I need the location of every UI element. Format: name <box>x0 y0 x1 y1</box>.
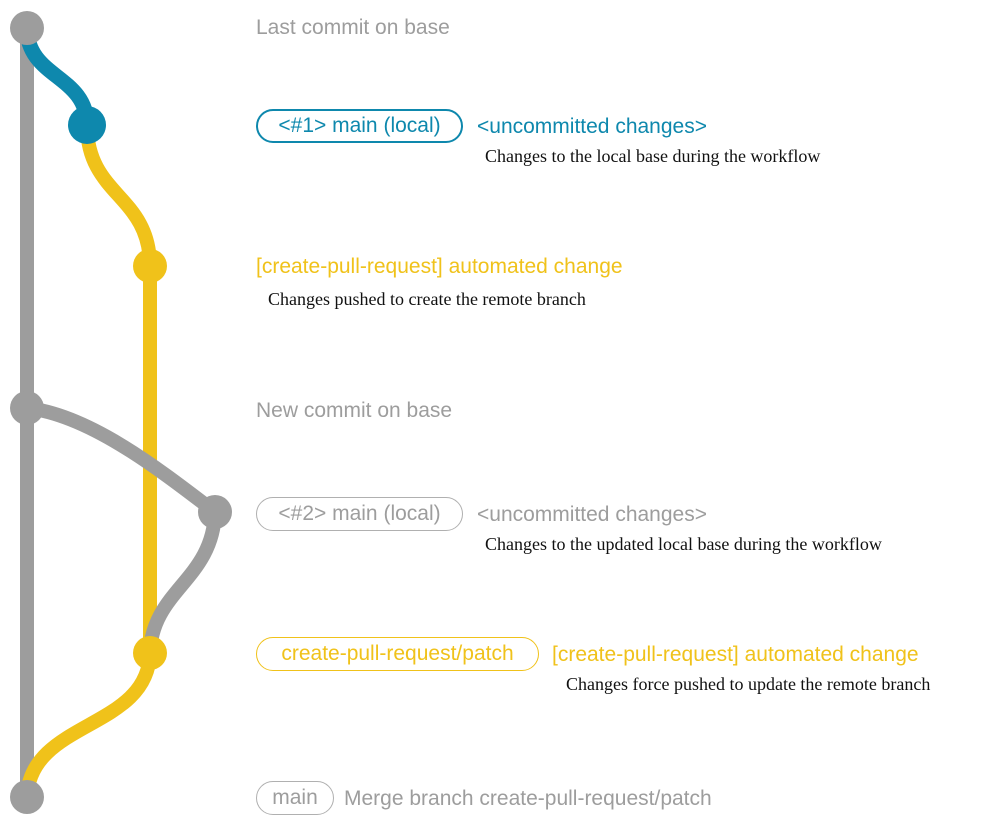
edge-base-to-local-2 <box>20 401 222 519</box>
headline-merge-commit: Merge branch create-pull-request/patch <box>344 787 712 810</box>
subtext-automated-change-2: Changes force pushed to update the remot… <box>566 674 931 694</box>
node-patch-automated-1[interactable] <box>133 249 167 283</box>
ref-badge-local-1[interactable]: <#1> main (local) <box>256 109 463 143</box>
ref-badge-create-pull-request-patch[interactable]: create-pull-request/patch <box>256 637 539 671</box>
node-patch-automated-2[interactable] <box>133 636 167 670</box>
subtext-local-changes-1: Changes to the local base during the wor… <box>485 146 821 166</box>
ref-badge-main[interactable]: main <box>256 781 334 815</box>
node-local-uncommitted-2[interactable] <box>198 495 232 529</box>
edge-patch-2-to-merge <box>20 646 157 804</box>
ref-badge-local-2[interactable]: <#2> main (local) <box>256 497 463 531</box>
headline-uncommitted-changes-2: <uncommitted changes> <box>477 503 707 526</box>
node-base-last-commit[interactable] <box>10 11 44 45</box>
edge-local-2-to-patch-2 <box>143 505 222 660</box>
node-base-new-commit[interactable] <box>10 391 44 425</box>
headline-automated-change-2: [create-pull-request] automated change <box>552 643 919 666</box>
subtext-automated-change-1: Changes pushed to create the remote bran… <box>268 289 586 309</box>
subtext-local-changes-2: Changes to the updated local base during… <box>485 534 882 554</box>
headline-uncommitted-changes-1: <uncommitted changes> <box>477 115 707 138</box>
edge-local-1-to-patch-1 <box>80 118 157 273</box>
node-local-uncommitted-1[interactable] <box>68 106 106 144</box>
headline-last-commit-on-base: Last commit on base <box>256 16 450 39</box>
node-base-merge-commit[interactable] <box>10 780 44 814</box>
headline-new-commit-on-base: New commit on base <box>256 399 453 422</box>
headline-automated-change-1: [create-pull-request] automated change <box>256 255 623 278</box>
